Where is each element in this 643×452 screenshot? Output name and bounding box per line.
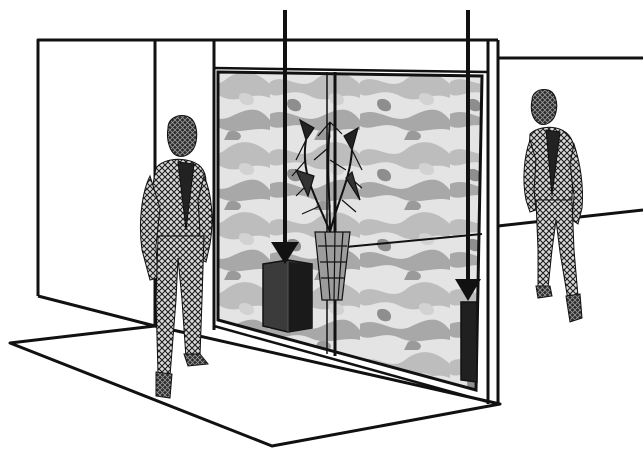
mesh-human-figure-left [140,116,212,399]
mesh-human-figure-right [524,89,583,322]
dark-box-left [263,260,312,332]
dark-box-right [461,302,477,382]
marbled-window-panel [214,68,488,402]
